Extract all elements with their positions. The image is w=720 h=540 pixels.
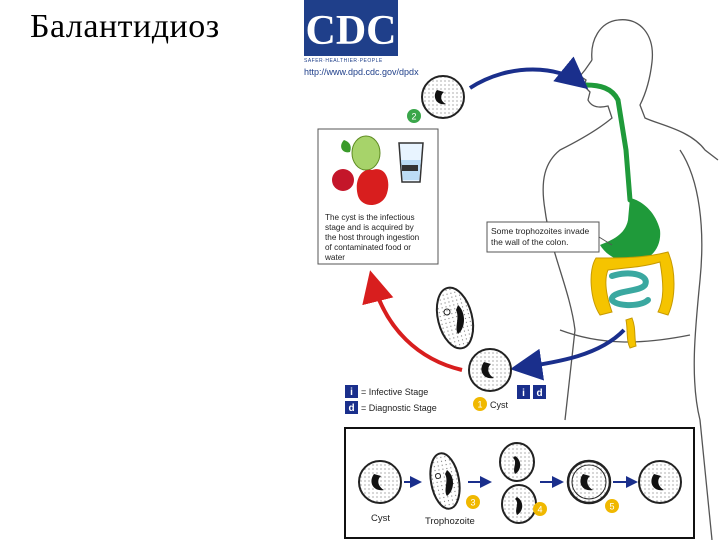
legend-infective-badge bbox=[345, 385, 358, 398]
bottom-cyst bbox=[358, 460, 402, 504]
step-number-4: 4 bbox=[537, 505, 542, 515]
stomach bbox=[600, 198, 661, 262]
bottom-trophozoite bbox=[429, 452, 461, 510]
legend-diagnostic-symbol: d bbox=[348, 403, 354, 414]
infective-text-line: The cyst is the infectious bbox=[325, 213, 415, 222]
trophozoite-middle bbox=[435, 286, 475, 350]
svg-text:The cyst is the infectious: The cyst is the infectious stage and is … bbox=[324, 213, 422, 262]
badge-infective-text: i bbox=[522, 388, 525, 399]
cyst-step-2 bbox=[421, 75, 465, 119]
badge-diagnostic-text: d bbox=[536, 388, 542, 399]
cyst-step-1 bbox=[468, 348, 512, 392]
dividing-trophozoites bbox=[499, 442, 537, 524]
badge-infective bbox=[517, 385, 530, 399]
leaf-icon bbox=[341, 140, 351, 153]
esophagus bbox=[583, 82, 633, 203]
pear-icon bbox=[351, 135, 381, 171]
step-number-2: 2 bbox=[411, 112, 416, 122]
infective-text-line: of contaminated food or bbox=[325, 243, 411, 252]
colon-note-box: Some trophozoites invade the wall of the… bbox=[486, 221, 613, 253]
rectum bbox=[625, 317, 637, 349]
cdc-logo-text: CDC bbox=[306, 8, 397, 54]
badge-diagnostic bbox=[533, 385, 546, 399]
colon-note-line: the wall of the colon. bbox=[491, 237, 569, 247]
raspberry-icon bbox=[332, 169, 354, 191]
arrow-excretion bbox=[510, 328, 626, 381]
legend-diagnostic-text: = Diagnostic Stage bbox=[361, 403, 437, 413]
arrow-to-mouth bbox=[468, 56, 589, 90]
step-number-5: 5 bbox=[609, 502, 614, 512]
cdc-url: http://www.dpd.cdc.gov/dpdx bbox=[304, 67, 419, 77]
legend-infective-text: = Infective Stage bbox=[361, 387, 428, 397]
step-badge-4 bbox=[533, 502, 547, 516]
colon bbox=[590, 251, 675, 316]
small-intestine bbox=[609, 270, 651, 308]
stages-box: Cyst Trophozoite 3 4 5 bbox=[344, 427, 695, 539]
legend: i = Infective Stage d = Diagnostic Stage bbox=[345, 385, 437, 414]
infective-text-line: stage and is acquired by bbox=[325, 223, 415, 232]
apple-icon bbox=[356, 169, 389, 205]
infective-text-line: water bbox=[324, 253, 345, 262]
cyst-label: Cyst bbox=[490, 400, 508, 410]
colon-note-line: Some trophozoites invade bbox=[491, 226, 590, 236]
step-badge-2 bbox=[407, 109, 421, 123]
step-number-1: 1 bbox=[477, 400, 482, 410]
arrow-return bbox=[362, 270, 463, 372]
step-badge-3 bbox=[466, 495, 480, 509]
cdc-logo: CDC bbox=[304, 0, 398, 56]
infective-stage-box: The cyst is the infectious stage and is … bbox=[317, 128, 439, 265]
bottom-cyst-label: Cyst bbox=[371, 513, 390, 524]
bottom-trophozoite-label: Trophozoite bbox=[425, 516, 475, 527]
svg-text:Some trophozoites invade: Some trophozoites invade the wall of the… bbox=[491, 226, 592, 247]
legend-diagnostic-badge bbox=[345, 401, 358, 414]
final-cyst bbox=[638, 460, 682, 504]
step-badge-1 bbox=[473, 397, 487, 411]
legend-infective-symbol: i bbox=[350, 387, 353, 398]
cdc-tagline: SAFER·HEALTHIER·PEOPLE bbox=[304, 58, 383, 64]
step-number-3: 3 bbox=[470, 498, 475, 508]
encysting-cyst bbox=[566, 459, 612, 505]
human-body-outline bbox=[542, 19, 719, 540]
infective-text-line: the host through ingestion bbox=[325, 233, 420, 242]
step-badge-5 bbox=[605, 499, 619, 513]
slide-title: Балантидиоз bbox=[30, 8, 220, 45]
water-glass-icon bbox=[398, 142, 424, 183]
